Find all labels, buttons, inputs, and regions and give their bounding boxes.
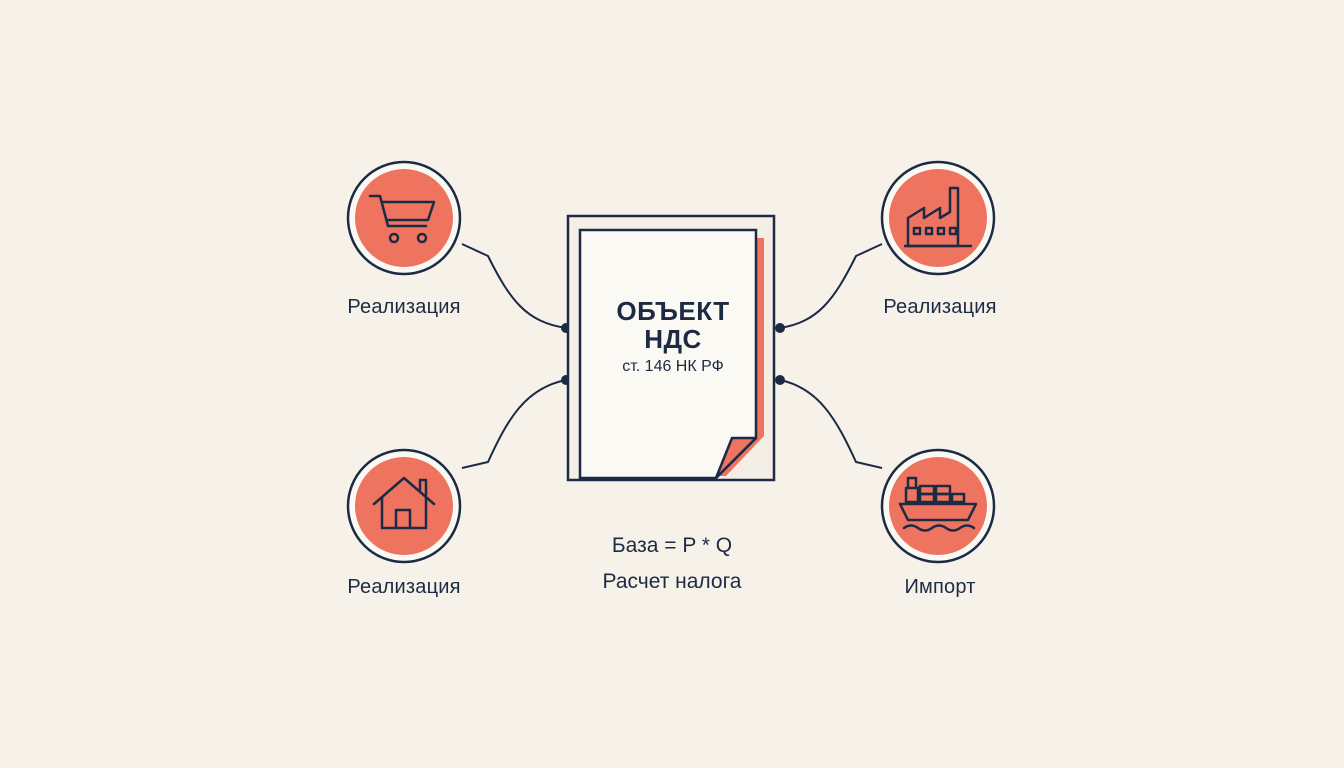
- cargo-ship-icon: [880, 448, 996, 564]
- document-title-line2: НДС: [644, 324, 702, 354]
- document-title-line1: ОБЪЕКТ: [616, 296, 730, 326]
- node-label-sales-production: Реализация: [883, 296, 997, 318]
- document-subtitle: ст. 146 НК РФ: [622, 358, 724, 375]
- node-sales-production: [880, 160, 996, 276]
- connector-bottom-right: [779, 379, 883, 469]
- node-import: [880, 448, 996, 564]
- node-label-import: Импорт: [904, 576, 976, 598]
- house-icon: [346, 448, 462, 564]
- formula-text: База = P * Q: [611, 534, 733, 557]
- node-label-sales-goods: Реализация: [347, 296, 461, 318]
- connector-top-left: [461, 243, 567, 329]
- formula-caption: Расчет налога: [602, 570, 742, 593]
- connector-top-right: [779, 243, 883, 329]
- connector-dot-top-right: [775, 323, 785, 333]
- node-label-sales-property: Реализация: [347, 576, 461, 598]
- factory-icon: [880, 160, 996, 276]
- node-sales-goods: [346, 160, 462, 276]
- connector-dot-bottom-right: [775, 375, 785, 385]
- vat-object-document: [566, 214, 776, 482]
- node-sales-property: [346, 448, 462, 564]
- connector-bottom-left: [461, 379, 567, 469]
- shopping-cart-icon: [346, 160, 462, 276]
